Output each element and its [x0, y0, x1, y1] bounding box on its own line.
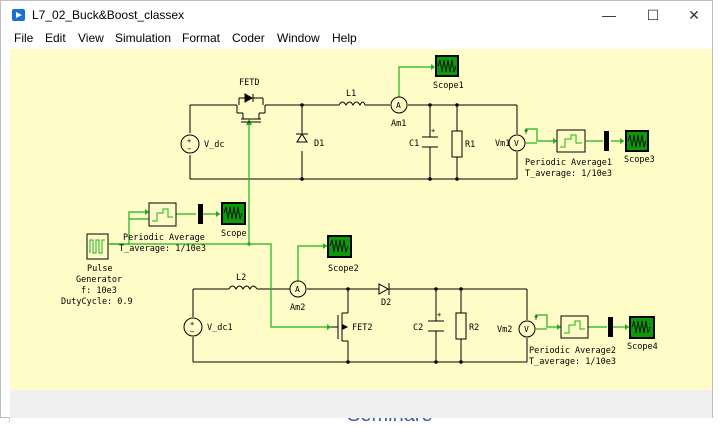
d2-label: D2 — [381, 298, 391, 308]
l1-label: L1 — [346, 89, 356, 99]
l2-inductor[interactable] — [228, 285, 258, 291]
r1-label: R1 — [465, 140, 475, 150]
window-title: L7_02_Buck&Boost_classex — [32, 8, 185, 22]
close-button[interactable]: ✕ — [688, 6, 700, 23]
pa1-name: Periodic Average1 — [525, 158, 612, 168]
scope4-block[interactable] — [629, 316, 655, 339]
c2-capacitor[interactable] — [428, 320, 444, 332]
pa-name: Periodic Average — [123, 233, 205, 243]
menu-bar: File Edit View Simulation Format Coder W… — [1, 29, 712, 49]
scope2-label: Scope2 — [328, 264, 359, 274]
menu-view[interactable]: View — [78, 31, 104, 45]
junction-dots — [247, 103, 463, 364]
svg-text:A: A — [396, 101, 401, 110]
v-dc1-label: V_dc1 — [207, 323, 233, 333]
l2-label: L2 — [236, 273, 246, 283]
menu-coder[interactable]: Coder — [232, 31, 265, 45]
scope4-label: Scope4 — [627, 342, 658, 352]
pa-param: T_average: 1/10e3 — [119, 244, 206, 254]
vm1-voltmeter[interactable]: V — [508, 134, 526, 152]
r1-resistor[interactable] — [451, 130, 463, 158]
fet2-switch[interactable] — [331, 312, 349, 342]
menu-simulation[interactable]: Simulation — [115, 31, 172, 45]
svg-text:A: A — [295, 285, 300, 294]
pa1-param: T_average: 1/10e3 — [525, 169, 612, 179]
pulse-generator-name1: Pulse — [87, 264, 113, 274]
vm2-voltmeter[interactable]: V — [518, 320, 536, 338]
scope-block[interactable] — [221, 202, 246, 225]
vm1-label: Vm1 — [495, 139, 510, 149]
v-dc-label: V_dc — [204, 140, 224, 150]
am2-label: Am2 — [290, 303, 305, 313]
l1-inductor[interactable] — [338, 101, 366, 107]
schematic-diagram: + − V_dc FETD — [61, 55, 658, 367]
am2-ammeter[interactable]: A — [289, 280, 307, 298]
pa-mux-bar — [198, 204, 203, 224]
d2-diode[interactable] — [378, 283, 393, 295]
d1-label: D1 — [314, 139, 324, 149]
pa2-param: T_average: 1/10e3 — [529, 357, 616, 367]
pa1-mux-bar — [604, 131, 609, 151]
pulse-generator-frequency: f: 10e3 — [81, 286, 117, 296]
periodic-average-block[interactable] — [148, 202, 177, 227]
svg-text:−: − — [187, 145, 191, 153]
c1-plus: + — [431, 127, 435, 135]
periodic-average2-block[interactable] — [560, 315, 589, 339]
maximize-button[interactable]: ☐ — [646, 6, 660, 23]
pa2-mux-bar — [608, 317, 613, 337]
boost-power-wires — [192, 288, 528, 363]
am1-ammeter[interactable]: A — [390, 96, 408, 114]
vm1-plus: + — [524, 127, 528, 135]
pulse-generator-name2: Generator — [76, 275, 122, 285]
scope1-label: Scope1 — [433, 81, 464, 91]
minimize-button[interactable]: — — [602, 7, 616, 23]
scope3-label: Scope3 — [624, 155, 655, 165]
schematic-canvas[interactable]: + − V_dc FETD — [10, 49, 712, 390]
fet2-label: FET2 — [352, 323, 372, 333]
play-icon — [12, 9, 25, 21]
scope3-block[interactable] — [625, 130, 649, 152]
menu-file[interactable]: File — [14, 31, 34, 45]
pa2-name: Periodic Average2 — [529, 346, 616, 356]
r2-label: R2 — [469, 323, 479, 333]
r2-resistor[interactable] — [455, 312, 467, 340]
vm2-label: Vm2 — [497, 325, 512, 335]
fetd-label: FETD — [239, 78, 259, 88]
v-dc1-source[interactable]: + − — [183, 317, 203, 337]
c2-plus: + — [437, 311, 441, 319]
c1-label: C1 — [409, 139, 419, 149]
menu-window[interactable]: Window — [277, 31, 320, 45]
svg-text:+: + — [187, 137, 191, 145]
scope2-block[interactable] — [327, 235, 352, 258]
d1-diode[interactable] — [296, 133, 308, 143]
am1-label: Am1 — [391, 119, 406, 129]
menu-edit[interactable]: Edit — [45, 31, 66, 45]
pulse-generator-duty: DutyCycle: 0.9 — [61, 297, 133, 307]
c2-label: C2 — [413, 323, 423, 333]
buck-power-wires — [189, 104, 518, 180]
signal-arrowheads — [145, 64, 629, 330]
periodic-average1-block[interactable] — [556, 129, 586, 153]
menu-help[interactable]: Help — [332, 31, 357, 45]
c1-capacitor[interactable] — [422, 136, 438, 148]
scope-label: Scope — [221, 229, 247, 239]
signal-wires — [109, 66, 629, 330]
pulse-generator-block[interactable] — [86, 233, 109, 260]
svg-text:−: − — [190, 328, 194, 336]
vm2-plus: + — [534, 313, 538, 321]
svg-text:V: V — [514, 139, 519, 148]
app-window: L7_02_Buck&Boost_classex — ☐ ✕ File Edit… — [0, 0, 713, 418]
fetd-switch[interactable] — [236, 93, 266, 123]
svg-text:+: + — [190, 320, 194, 328]
scope1-block[interactable] — [435, 55, 459, 77]
menu-format[interactable]: Format — [182, 31, 221, 45]
v-dc-source[interactable]: + − — [180, 134, 200, 154]
title-bar[interactable]: L7_02_Buck&Boost_classex — ☐ ✕ — [1, 1, 712, 29]
svg-text:V: V — [524, 325, 529, 334]
status-bar — [10, 390, 712, 418]
